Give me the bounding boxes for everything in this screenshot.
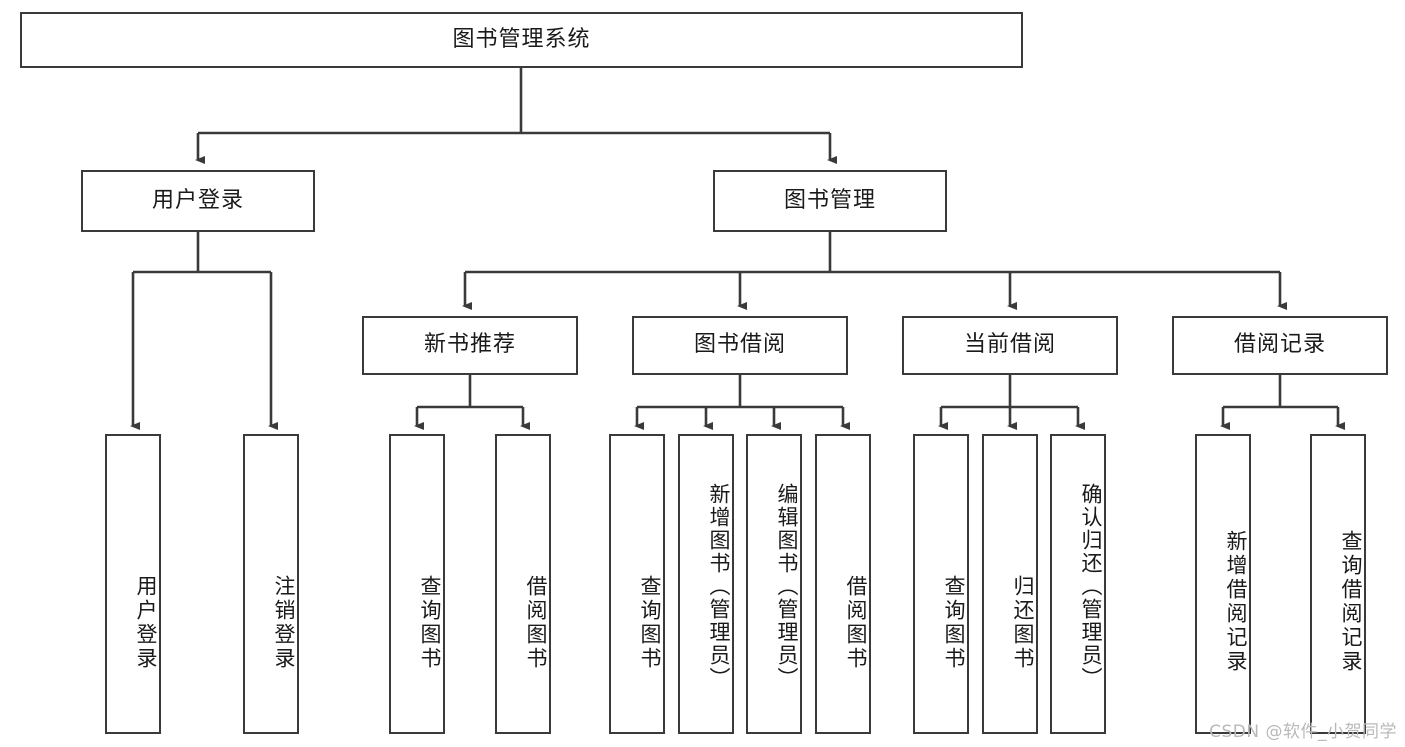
leaf-borrow-book-new[interactable]: 借阅图书 [495,434,551,734]
node-user-login-label: 用户登录 [151,187,244,213]
node-new-book-recommend[interactable]: 新书推荐 [362,316,578,375]
leaf-add-book[interactable]: 新增图书（管理员） [678,434,734,734]
leaf-query-book-borrow-label: 查询图书 [638,575,662,671]
leaf-query-borrow-record-label: 查询借阅记录 [1339,530,1363,674]
node-book-borrow-label: 图书借阅 [693,332,786,358]
node-book-management[interactable]: 图书管理 [713,170,947,232]
leaf-borrow-book-new-label: 借阅图书 [524,575,548,671]
leaf-confirm-return-label: 确认归还（管理员） [1079,482,1103,690]
node-user-login[interactable]: 用户登录 [81,170,315,232]
node-borrow-record[interactable]: 借阅记录 [1172,316,1388,375]
leaf-query-book-new-label: 查询图书 [418,575,442,671]
node-current-borrow-label: 当前借阅 [963,332,1056,358]
leaf-user-login[interactable]: 用户登录 [105,434,161,734]
node-book-management-label: 图书管理 [783,187,876,213]
leaf-borrow-book-borrow[interactable]: 借阅图书 [815,434,871,734]
leaf-query-book-current-label: 查询图书 [942,575,966,671]
leaf-logout-login[interactable]: 注销登录 [243,434,299,734]
leaf-logout-login-label: 注销登录 [272,575,296,671]
leaf-query-book-current[interactable]: 查询图书 [913,434,969,734]
node-new-book-recommend-label: 新书推荐 [423,332,516,358]
leaf-user-login-label: 用户登录 [134,575,158,671]
leaf-add-borrow-record-label: 新增借阅记录 [1224,530,1248,674]
node-current-borrow[interactable]: 当前借阅 [902,316,1118,375]
leaf-edit-book-label: 编辑图书（管理员） [775,482,799,690]
leaf-query-book-borrow[interactable]: 查询图书 [609,434,665,734]
leaf-query-book-new[interactable]: 查询图书 [389,434,445,734]
leaf-edit-book[interactable]: 编辑图书（管理员） [746,434,802,734]
leaf-return-book-label: 归还图书 [1011,575,1035,671]
leaf-confirm-return[interactable]: 确认归还（管理员） [1050,434,1106,734]
node-root-title-label: 图书管理系统 [452,26,591,52]
leaf-add-borrow-record[interactable]: 新增借阅记录 [1195,434,1251,734]
leaf-return-book[interactable]: 归还图书 [982,434,1038,734]
leaf-query-borrow-record[interactable]: 查询借阅记录 [1310,434,1366,734]
node-book-borrow[interactable]: 图书借阅 [632,316,848,375]
leaf-borrow-book-borrow-label: 借阅图书 [844,575,868,671]
node-root-title[interactable]: 图书管理系统 [20,12,1023,68]
node-borrow-record-label: 借阅记录 [1233,332,1326,358]
csdn-watermark: CSDN @软件_小贺同学 [1209,722,1397,742]
leaf-add-book-label: 新增图书（管理员） [707,482,731,690]
